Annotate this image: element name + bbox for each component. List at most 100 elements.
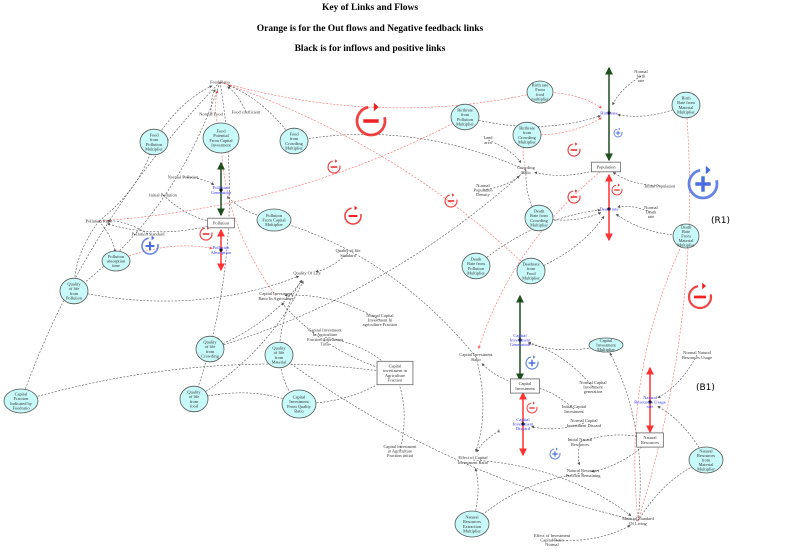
- positive-loop-icon: [549, 447, 561, 460]
- node-label: Capital: [516, 417, 530, 422]
- node-qol[interactable]: Quality Of Life: [293, 271, 320, 276]
- node-label: Fraction: [14, 396, 29, 401]
- auxiliary-ellipse: [256, 208, 292, 232]
- node-label: Population: [473, 188, 493, 193]
- node-label: Food: [149, 133, 159, 138]
- node-label: Natural: [643, 435, 657, 440]
- auxiliary-ellipse: [671, 91, 701, 119]
- flow-valve-icon: [521, 422, 525, 426]
- node-death-rate[interactable]: Death rate: [599, 207, 618, 212]
- node-pollution[interactable]: Pollution: [207, 217, 235, 229]
- node-label: Rate from: [467, 261, 485, 266]
- node-label: absorption: [107, 259, 126, 264]
- node-birth-rate[interactable]: Birth rate: [600, 111, 617, 116]
- node-label: from: [702, 458, 711, 463]
- auxiliary-ellipse: [59, 277, 89, 305]
- node-label: Fraction Remaining: [566, 473, 602, 478]
- node-label: Resources: [697, 453, 715, 458]
- node-label: Capital: [15, 392, 28, 397]
- node-label: Population: [596, 165, 616, 170]
- node-label: Crowding: [517, 165, 535, 170]
- link-normal_food-to-food_ratio: [210, 89, 216, 115]
- node-pollution-ratio[interactable]: Pollution Ratio: [86, 219, 114, 224]
- node-label: Investment Discard: [567, 423, 602, 428]
- node-initial-pollution[interactable]: Initial Pollution: [149, 193, 177, 198]
- negative-loop-icon: [344, 205, 362, 225]
- negative-loop-icon: [567, 142, 581, 157]
- link-food_ratio-to-death_food: [219, 81, 525, 266]
- node-k[interactable]: K: [497, 429, 501, 434]
- node-food-coeff[interactable]: Food coefficient: [232, 110, 262, 115]
- node-label: Normal: [634, 69, 648, 74]
- node-label: Multiplier: [518, 139, 536, 144]
- node-food-ratio[interactable]: Food Ratio: [210, 80, 230, 85]
- node-label: Multiplier: [597, 347, 615, 352]
- node-label: Crowding: [530, 218, 548, 223]
- node-label: agriculture Fraction: [363, 322, 399, 327]
- node-pollution-standard[interactable]: Pollution Standard: [132, 232, 166, 237]
- node-label: Ratio: [521, 170, 531, 175]
- node-normal-food[interactable]: Normal Food: [199, 112, 223, 117]
- flow-valve-icon: [648, 400, 652, 404]
- loop-label-b1: (B1): [696, 383, 715, 393]
- negative-loop-icon: [687, 282, 713, 310]
- node-population[interactable]: Population: [591, 161, 621, 173]
- link-pa_time-to-pollution_absorption: [115, 245, 213, 262]
- node-normal-pollution[interactable]: Normal Pollution: [168, 175, 199, 180]
- node-label: Land: [483, 135, 493, 140]
- node-initial-population[interactable]: Initial Population: [645, 184, 676, 189]
- node-label: birth: [637, 74, 646, 79]
- link-food_coeff-to-food_ratio: [227, 86, 247, 113]
